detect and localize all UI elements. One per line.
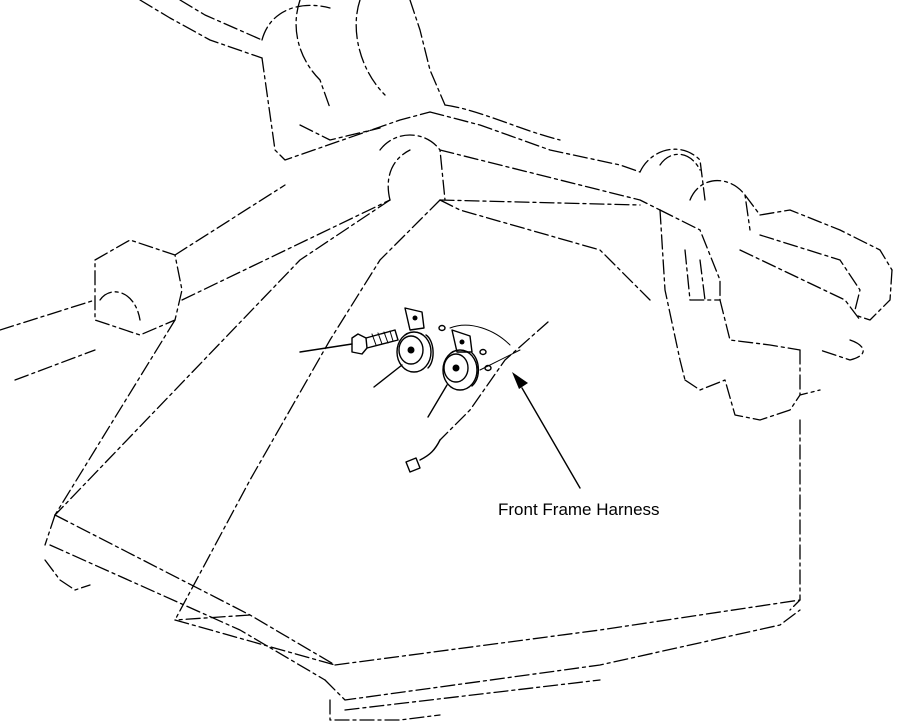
horn-2 bbox=[442, 329, 480, 391]
mounting-bolt bbox=[351, 329, 399, 355]
washers-nuts bbox=[438, 324, 511, 372]
horn-assembly bbox=[299, 307, 549, 473]
horn-1 bbox=[396, 307, 434, 373]
harness-callout-arrow bbox=[512, 372, 581, 489]
harness-wire bbox=[405, 321, 549, 473]
front-frame-harness-label: Front Frame Harness bbox=[498, 500, 660, 519]
leader-lines bbox=[299, 343, 448, 418]
